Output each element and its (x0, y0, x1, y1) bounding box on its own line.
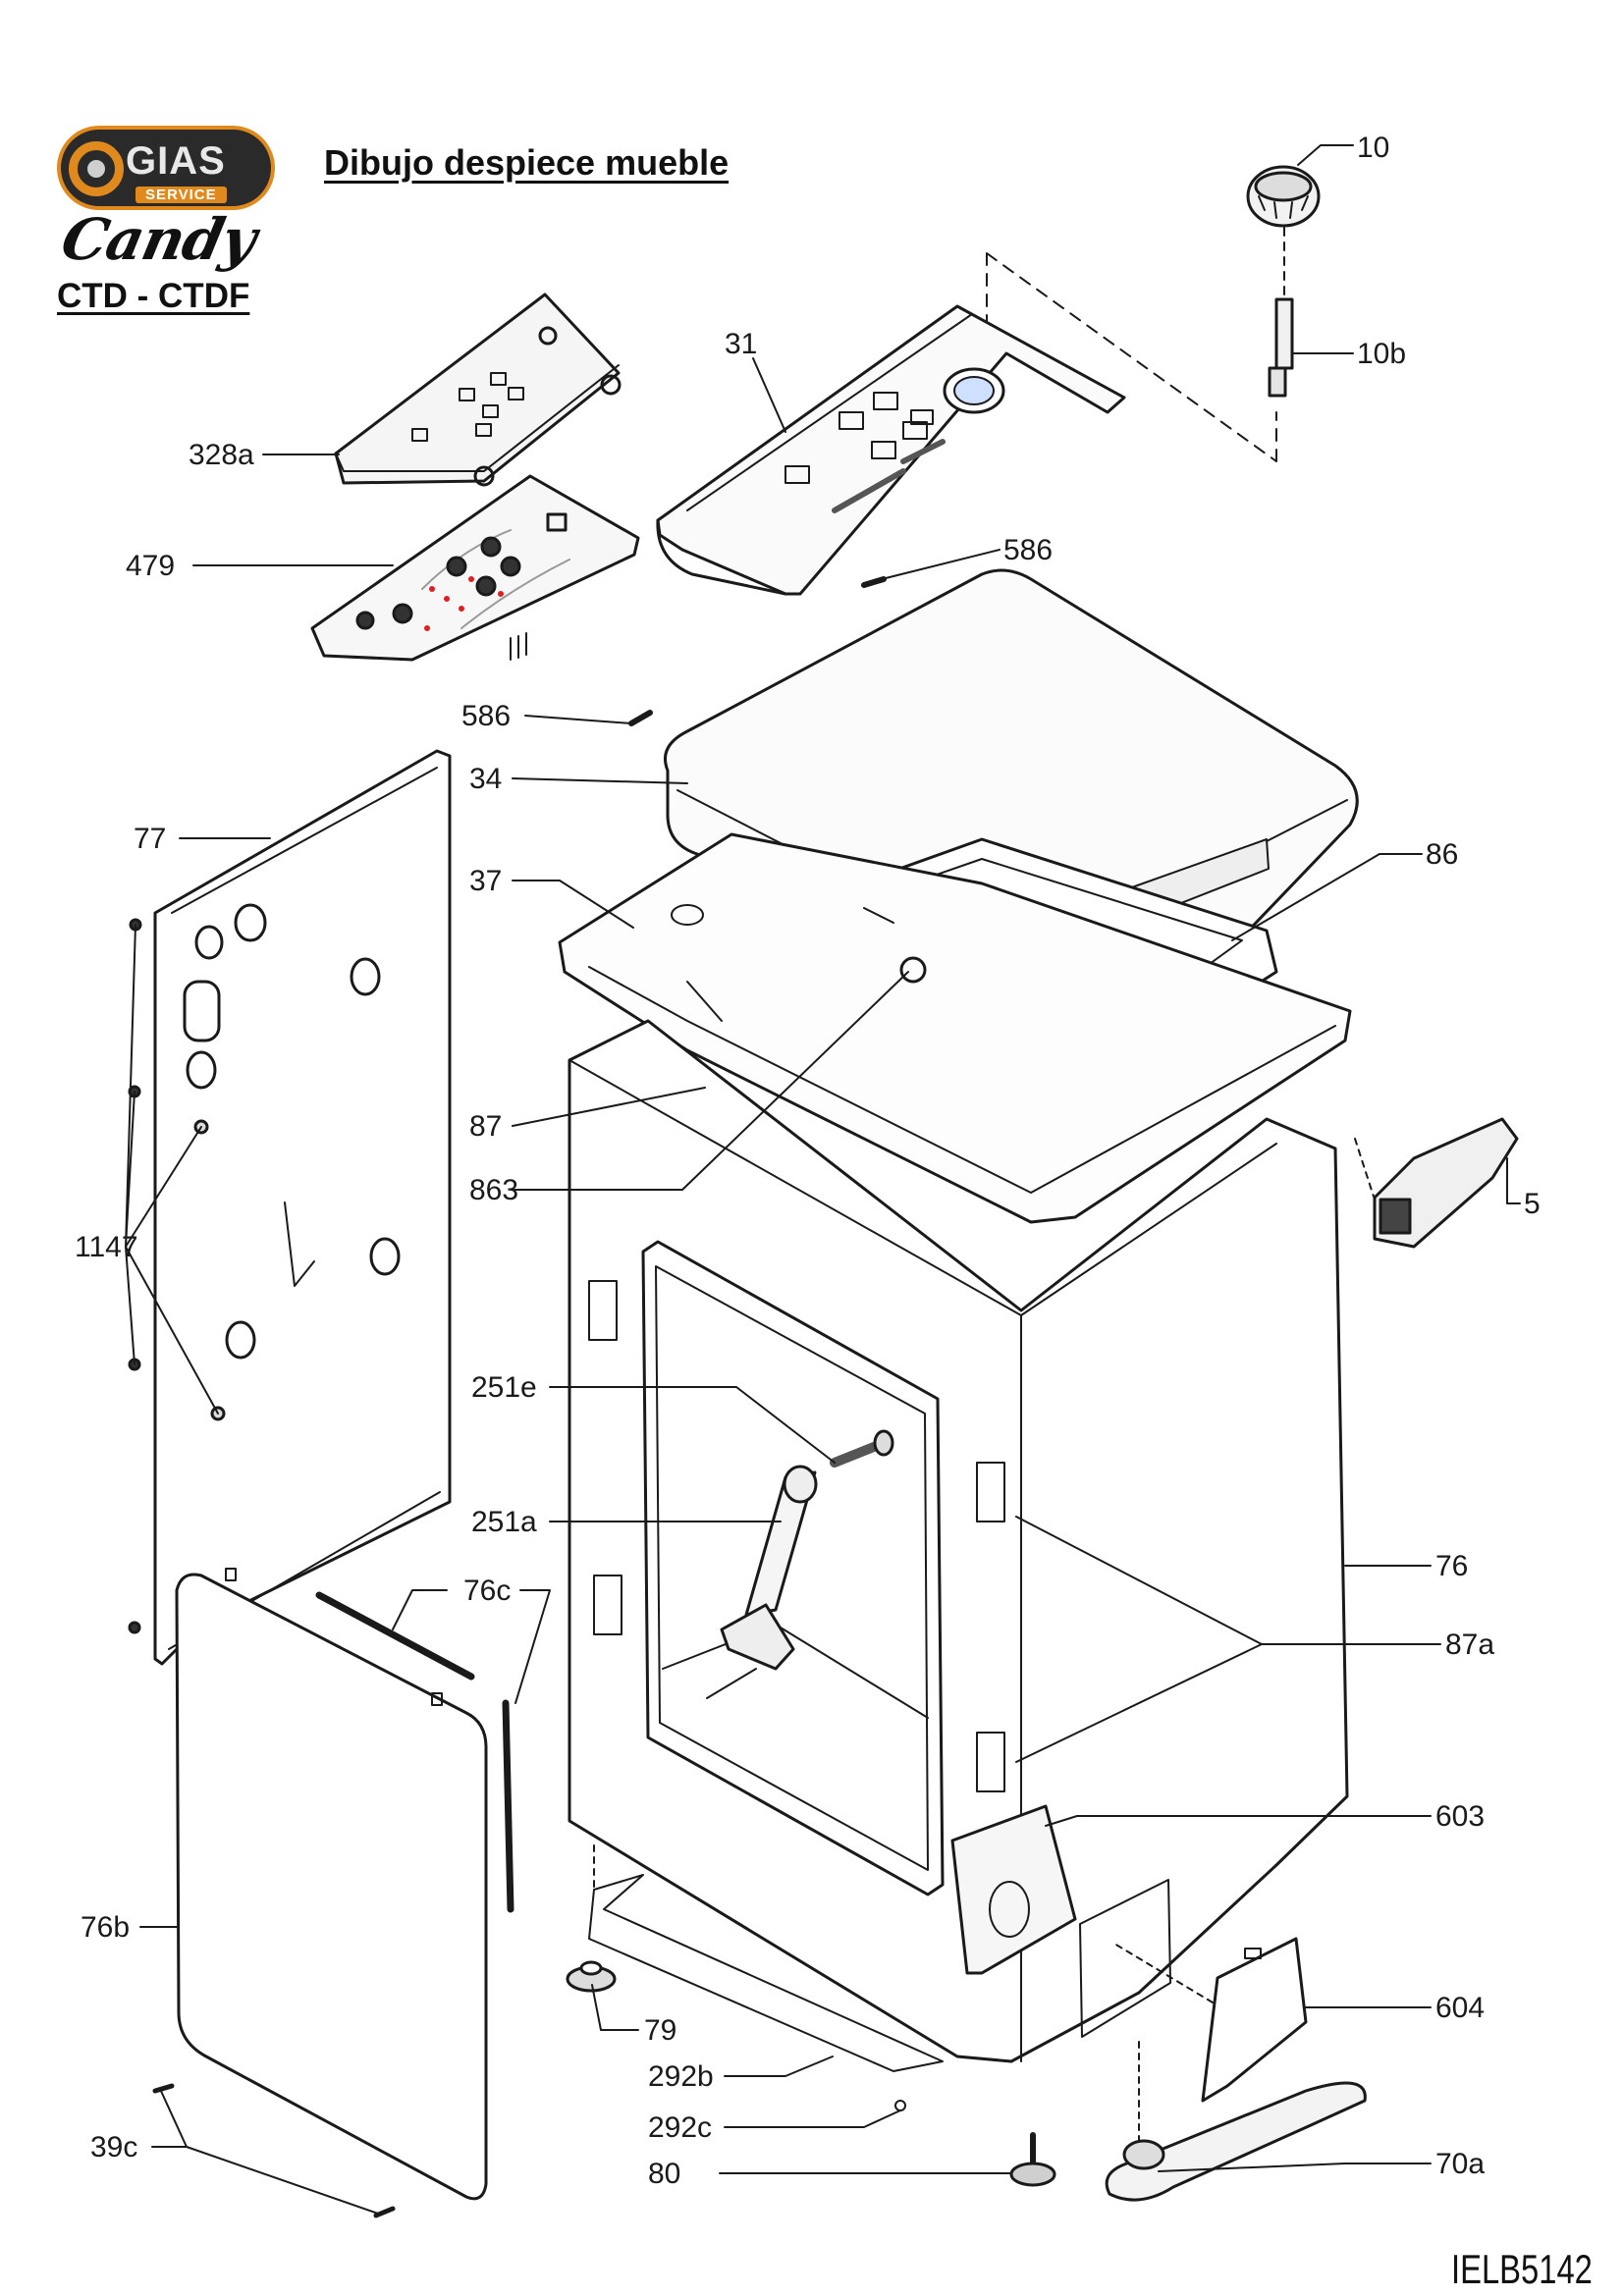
label-479: 479 (126, 550, 175, 582)
gias-service-logo: GIAS SERVICE (57, 126, 275, 210)
part-604-filter-cover (1113, 1937, 1308, 2103)
label-34: 34 (469, 763, 502, 795)
label-76c: 76c (463, 1575, 511, 1607)
label-86: 86 (1426, 838, 1458, 871)
label-604: 604 (1435, 1992, 1485, 2024)
part-603-filter-housing (950, 1804, 1077, 1975)
label-251a: 251a (471, 1506, 537, 1538)
part-251a-shock-absorber (720, 1465, 818, 1671)
label-87: 87 (469, 1110, 502, 1143)
logo-ring-icon (69, 141, 124, 196)
part-76c-seal-strip-1 (315, 1591, 475, 1681)
model-code: CTD - CTDF (57, 277, 250, 315)
part-80-adjustable-foot (1009, 2132, 1056, 2187)
drawing-code: IELB5142 (1451, 2246, 1593, 2292)
label-77: 77 (134, 823, 166, 855)
part-77-side-panel (153, 749, 452, 1666)
part-76c-seal-strip-2 (502, 1699, 514, 1913)
label-76b: 76b (81, 1911, 130, 1944)
label-292b: 292b (648, 2060, 714, 2093)
label-292c: 292c (648, 2111, 712, 2144)
part-251e-shock-absorber-pin (830, 1429, 894, 1468)
label-10b: 10b (1357, 338, 1406, 370)
label-5: 5 (1524, 1188, 1541, 1220)
part-87a-pad-3 (976, 1462, 1005, 1522)
label-251e: 251e (471, 1371, 537, 1404)
part-586-pin-upper (861, 576, 887, 588)
label-70a: 70a (1435, 2148, 1485, 2180)
leader-lines (125, 144, 1521, 2215)
label-76: 76 (1435, 1550, 1468, 1582)
page-title: Dibujo despiece mueble (324, 142, 730, 183)
part-76-cabinet (568, 1019, 1349, 2063)
brand-logo: Candy (55, 206, 262, 273)
label-603: 603 (1435, 1800, 1485, 1833)
part-37-top-frame (558, 832, 1352, 1224)
part-10-knob-icon (1246, 165, 1321, 228)
part-479-electronic-board (310, 474, 640, 662)
label-10: 10 (1357, 132, 1389, 164)
logo-name: GIAS (126, 139, 226, 183)
label-39c: 39c (90, 2131, 137, 2163)
part-76b-rear-panel (175, 1568, 488, 2201)
part-39c-panel-screws (152, 2083, 396, 2218)
label-586-upper: 586 (1003, 534, 1053, 566)
part-87a-pad-1 (588, 1280, 618, 1341)
part-328a-button-panel (334, 293, 622, 487)
label-328a: 328a (189, 439, 254, 471)
part-31-control-panel (656, 304, 1126, 596)
part-5-door-lock (1354, 1117, 1519, 1249)
part-31-axis-guide (986, 252, 1277, 462)
part-586-pin-lower (628, 710, 653, 726)
label-80: 80 (648, 2158, 680, 2190)
label-37: 37 (469, 865, 502, 897)
label-79: 79 (644, 2014, 676, 2047)
label-31: 31 (725, 328, 757, 360)
part-87a-pad-4 (976, 1732, 1005, 1792)
label-1147: 1147 (75, 1231, 138, 1263)
part-292c-base-screw (894, 2100, 906, 2111)
label-87a: 87a (1445, 1629, 1494, 1661)
label-586-lower: 586 (461, 700, 511, 732)
part-292b-base-plate (588, 1874, 944, 2072)
label-863: 863 (469, 1174, 518, 1206)
logo-subtitle: SERVICE (135, 187, 227, 203)
part-87a-pad-2 (593, 1575, 622, 1635)
part-79-wheel (566, 1960, 617, 1993)
part-10b-knob-shaft (1268, 227, 1294, 398)
